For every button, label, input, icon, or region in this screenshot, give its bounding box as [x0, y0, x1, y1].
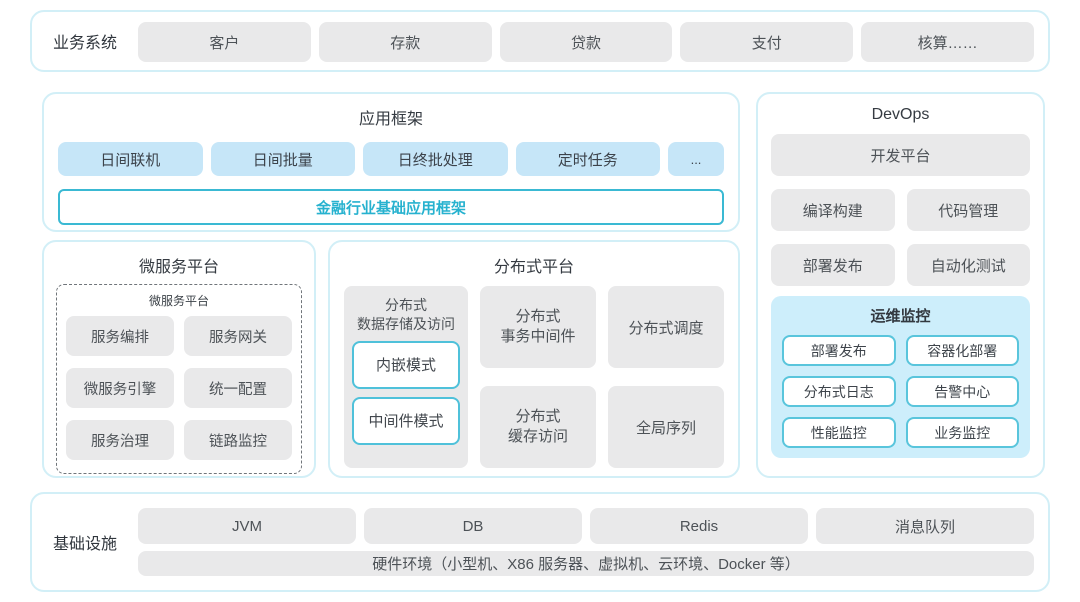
distributed-middle-column: 分布式 事务中间件 分布式 缓存访问: [480, 286, 596, 468]
dist-item-global-sequence: 全局序列: [608, 386, 724, 468]
dist-item-schedule: 分布式调度: [608, 286, 724, 368]
devops-row-deploy: 部署发布 自动化测试: [771, 244, 1030, 286]
app-framework-panel: 应用框架 日间联机 日间批量 日终批处理 定时任务 ... 金融行业基础应用框架: [42, 92, 740, 232]
dist-item-cache-access: 分布式 缓存访问: [480, 386, 596, 468]
microservice-grid: 服务编排 服务网关 微服务引擎 统一配置 服务治理 链路监控: [66, 316, 292, 460]
app-item-daytime-batch: 日间批量: [210, 142, 355, 176]
business-item-loan: 贷款: [499, 22, 673, 62]
microservice-inner-box: 微服务平台 服务编排 服务网关 微服务引擎 统一配置 服务治理 链路监控: [56, 284, 302, 474]
devops-dev-platform: 开发平台: [771, 134, 1030, 176]
distributed-panel: 分布式平台 分布式 数据存储及访问 内嵌模式 中间件模式 分布式 事务中间件 分…: [328, 240, 740, 478]
infra-item-db: DB: [364, 508, 582, 544]
infrastructure-row: JVM DB Redis 消息队列: [138, 508, 1034, 544]
distributed-storage-label: 分布式 数据存储及访问: [357, 297, 455, 332]
business-item-customer: 客户: [138, 22, 311, 62]
app-framework-title: 应用框架: [358, 111, 423, 128]
storage-mode-middleware: 中间件模式: [352, 396, 460, 445]
infra-item-jvm: JVM: [138, 508, 356, 544]
infrastructure-content: JVM DB Redis 消息队列 硬件环境（小型机、X86 服务器、虚拟机、云…: [138, 508, 1034, 576]
micro-item-unified-config: 统一配置: [184, 368, 292, 408]
devops-item-code-mgmt: 代码管理: [906, 189, 1030, 231]
ops-item-alert-center: 告警中心: [905, 376, 1019, 407]
ops-item-distributed-log: 分布式日志: [782, 376, 896, 407]
micro-item-orchestration: 服务编排: [66, 316, 174, 356]
microservice-panel: 微服务平台 微服务平台 服务编排 服务网关 微服务引擎 统一配置 服务治理 链路…: [42, 240, 316, 478]
devops-item-deploy: 部署发布: [771, 244, 895, 286]
app-item-more: ...: [668, 142, 724, 176]
ops-item-container-deploy: 容器化部署: [905, 335, 1019, 366]
ops-item-biz-monitor: 业务监控: [905, 417, 1019, 448]
infra-item-mq: 消息队列: [816, 508, 1034, 544]
business-layer-label: 业务系统: [52, 35, 117, 52]
ops-item-deploy-release: 部署发布: [782, 335, 896, 366]
micro-item-trace-monitor: 链路监控: [184, 420, 292, 460]
ops-item-perf-monitor: 性能监控: [782, 417, 896, 448]
devops-panel: DevOps 开发平台 编译构建 代码管理 部署发布 自动化测试 运维监控 部署…: [756, 92, 1045, 478]
distributed-title: 分布式平台: [493, 259, 574, 276]
distributed-right-column: 分布式调度 全局序列: [608, 286, 724, 468]
app-framework-row: 日间联机 日间批量 日终批处理 定时任务 ...: [58, 142, 724, 176]
devops-item-autotest: 自动化测试: [906, 244, 1030, 286]
devops-item-build: 编译构建: [771, 189, 895, 231]
dist-item-tx-middleware: 分布式 事务中间件: [480, 286, 596, 368]
infrastructure-label: 基础设施: [52, 536, 117, 553]
devops-row-build: 编译构建 代码管理: [771, 189, 1030, 231]
ops-monitor-title: 运维监控: [870, 308, 931, 325]
app-item-eod-batch: 日终批处理: [363, 142, 508, 176]
app-item-daytime-online: 日间联机: [58, 142, 203, 176]
microservice-title: 微服务平台: [138, 259, 219, 276]
micro-item-engine: 微服务引擎: [66, 368, 174, 408]
financial-base-framework-bar: 金融行业基础应用框架: [58, 189, 724, 225]
ops-monitor-panel: 运维监控 部署发布 容器化部署 分布式日志 告警中心 性能监控 业务监控: [771, 296, 1030, 458]
distributed-grid: 分布式 数据存储及访问 内嵌模式 中间件模式 分布式 事务中间件 分布式 缓存访…: [344, 286, 724, 468]
infrastructure-panel: 基础设施 JVM DB Redis 消息队列 硬件环境（小型机、X86 服务器、…: [30, 492, 1050, 592]
hardware-environment-bar: 硬件环境（小型机、X86 服务器、虚拟机、云环境、Docker 等）: [138, 551, 1034, 576]
app-item-scheduled-task: 定时任务: [515, 142, 660, 176]
business-item-payment: 支付: [680, 22, 854, 62]
devops-title: DevOps: [871, 106, 930, 123]
distributed-storage-box: 分布式 数据存储及访问 内嵌模式 中间件模式: [344, 286, 468, 468]
microservice-inner-title: 微服务平台: [148, 294, 209, 308]
business-item-deposit: 存款: [318, 22, 492, 62]
business-items-row: 客户 存款 贷款 支付 核算……: [138, 22, 1034, 62]
micro-item-governance: 服务治理: [66, 420, 174, 460]
business-item-accounting: 核算……: [861, 22, 1034, 62]
storage-mode-embedded: 内嵌模式: [352, 340, 460, 389]
micro-item-gateway: 服务网关: [184, 316, 292, 356]
infra-item-redis: Redis: [590, 508, 808, 544]
business-layer-panel: 业务系统 客户 存款 贷款 支付 核算……: [30, 10, 1050, 72]
ops-monitor-grid: 部署发布 容器化部署 分布式日志 告警中心 性能监控 业务监控: [782, 335, 1019, 448]
